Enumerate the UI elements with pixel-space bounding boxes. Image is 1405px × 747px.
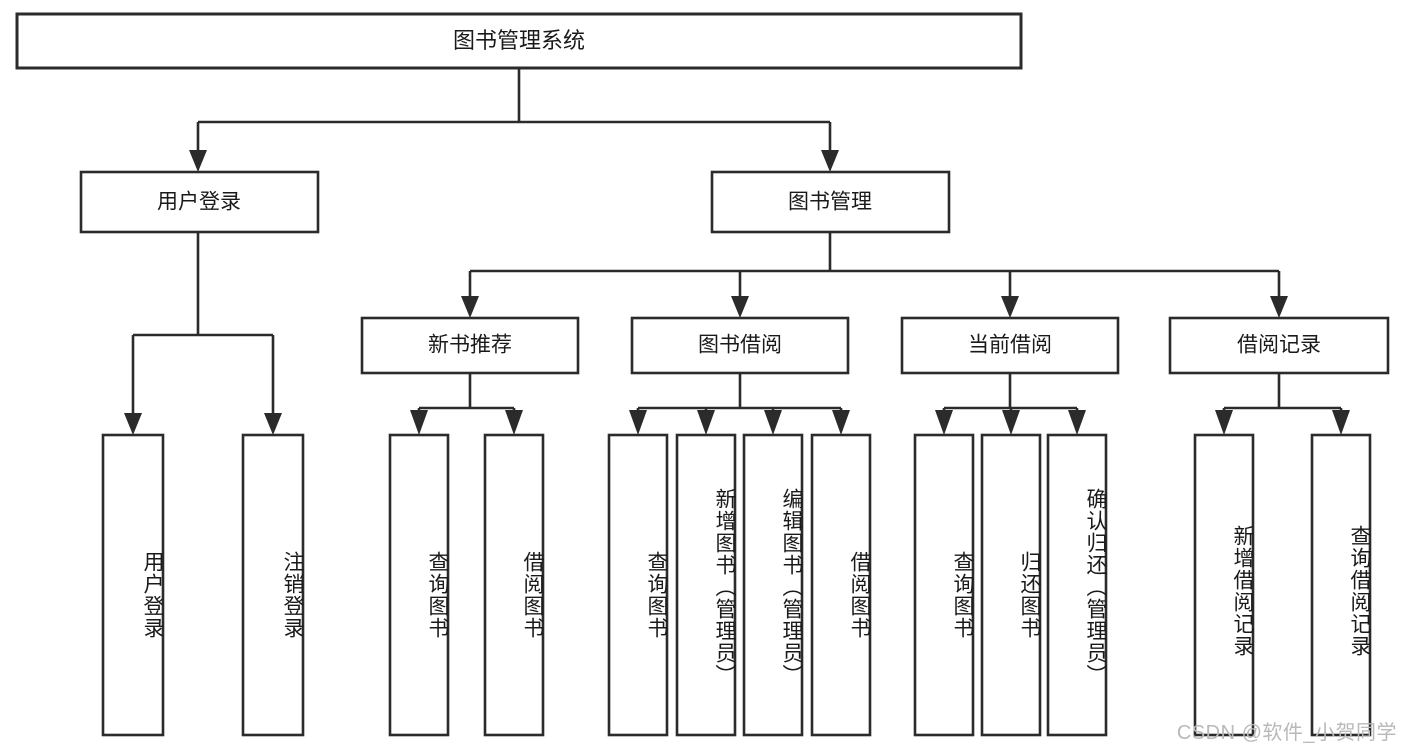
arrow-head-book-borrow-leaf-1 [697, 410, 715, 435]
node-user-login-rect[interactable] [79, 170, 320, 234]
node-new-book-recommend-rect[interactable] [360, 316, 580, 375]
node-book-manage-rect[interactable] [710, 170, 951, 234]
arrow-head-borrow-record-leaf-1 [1332, 410, 1350, 435]
arrow-head-new-book-leaf-0 [410, 410, 428, 435]
node-book-borrow-rect[interactable] [630, 316, 850, 375]
connector-group-root-to-level1 [189, 68, 839, 172]
leaf-user-login-0-rect[interactable] [101, 433, 165, 737]
connector-group-borrow-record-leaves [1215, 373, 1350, 435]
arrow-head-user-login-leaf-0 [124, 413, 142, 435]
watermark-text: CSDN @软件_小贺同学 [1176, 722, 1397, 744]
leaf-current-borrow-2-rect[interactable] [1046, 433, 1108, 737]
node-current-borrow[interactable]: 当前借阅 [900, 316, 1120, 375]
arrow-head-book-borrow [731, 296, 749, 318]
arrow-head-book-borrow-leaf-0 [629, 410, 647, 435]
node-borrow-record[interactable]: 借阅记录 [1168, 316, 1390, 375]
node-current-borrow-label: 当前借阅 [968, 334, 1052, 357]
leaf-book-borrow-0-rect[interactable] [607, 433, 669, 737]
connector-group-book-borrow-leaves [629, 373, 850, 435]
node-book-borrow[interactable]: 图书借阅 [630, 316, 850, 375]
leaf-current-borrow-0-rect[interactable] [913, 433, 975, 737]
connector-group-new-book-leaves [410, 373, 523, 435]
arrow-head-user-login [189, 150, 207, 172]
node-user-login[interactable]: 用户登录 [79, 170, 320, 234]
arrow-head-borrow-record-leaf-0 [1215, 410, 1233, 435]
node-book-manage[interactable]: 图书管理 [710, 170, 951, 234]
arrow-head-book-borrow-leaf-2 [764, 410, 782, 435]
arrow-head-book-manage [821, 150, 839, 172]
leaf-borrow-record-1-rect[interactable] [1310, 433, 1372, 737]
node-borrow-record-label: 借阅记录 [1237, 334, 1321, 357]
node-user-login-label: 用户登录 [157, 191, 241, 214]
leaf-current-borrow-1-rect[interactable] [980, 433, 1042, 737]
node-root-system-rect[interactable] [15, 12, 1023, 70]
leaf-book-borrow-3-rect[interactable] [810, 433, 872, 737]
arrow-head-current-borrow-leaf-1 [1002, 410, 1020, 435]
connector-group-user-login-leaves [124, 232, 282, 435]
node-root-system[interactable]: 图书管理系统 [15, 12, 1023, 70]
leaf-book-borrow-2-rect[interactable] [742, 433, 804, 737]
node-current-borrow-rect[interactable] [900, 316, 1120, 375]
arrow-head-new-book [461, 296, 479, 318]
node-new-book-recommend-label: 新书推荐 [428, 334, 512, 357]
arrow-head-new-book-leaf-1 [505, 410, 523, 435]
node-book-manage-label: 图书管理 [788, 191, 872, 214]
leaf-user-login-1-rect[interactable] [241, 433, 305, 737]
arrow-head-current-borrow-leaf-2 [1068, 410, 1086, 435]
leaf-new-book-1-rect[interactable] [483, 433, 545, 737]
node-borrow-record-rect[interactable] [1168, 316, 1390, 375]
node-root-system-label: 图书管理系统 [453, 28, 585, 53]
arrow-head-current-borrow-leaf-0 [935, 410, 953, 435]
connector-group-current-borrow-leaves [935, 373, 1086, 435]
connector-group-book-manage-to-level2 [461, 232, 1288, 318]
node-book-borrow-label: 图书借阅 [698, 334, 782, 357]
leaf-new-book-0-rect[interactable] [388, 433, 450, 737]
leaf-book-borrow-1-rect[interactable] [675, 433, 737, 737]
arrow-head-current-borrow [1001, 296, 1019, 318]
leaf-borrow-record-0-rect[interactable] [1193, 433, 1255, 737]
arrow-head-book-borrow-leaf-3 [832, 410, 850, 435]
arrow-head-borrow-record [1270, 296, 1288, 318]
arrow-head-user-login-leaf-1 [264, 413, 282, 435]
node-new-book-recommend[interactable]: 新书推荐 [360, 316, 580, 375]
